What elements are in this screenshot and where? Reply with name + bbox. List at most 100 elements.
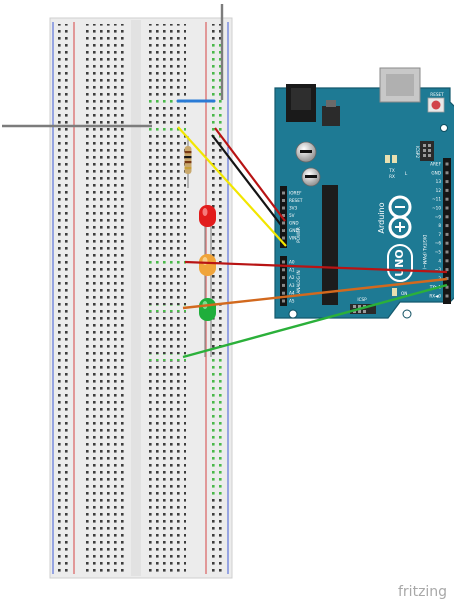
power-header-label: POWER [296, 227, 301, 243]
power-pin [282, 236, 285, 240]
terminal-strip-left-holes [86, 24, 126, 572]
red-signal-wire [184, 260, 448, 274]
yellow-wire [177, 126, 287, 247]
digital-header [443, 158, 451, 304]
digital-pin-label: 12 [436, 188, 442, 193]
digital-pin [445, 188, 449, 192]
microcontroller-chip [322, 185, 338, 305]
connected-row-yellow-led [146, 305, 186, 312]
digital-pin-label: ~5 [435, 250, 442, 255]
analog-header [280, 256, 287, 306]
digital-pin [445, 197, 449, 201]
analog-pin [282, 299, 285, 303]
reset-label: RESET [430, 92, 444, 97]
digital-pin-label: ~10 [432, 206, 441, 211]
digital-pin-label: AREF [430, 162, 441, 167]
analog-pin [282, 283, 285, 287]
digital-pin-label: 7 [438, 232, 441, 237]
connected-row-top [146, 98, 186, 105]
terminal-strip-right-holes [146, 24, 186, 572]
connected-rail-segment [210, 40, 224, 138]
fritzing-watermark: fritzing [398, 584, 447, 600]
mounting-hole [440, 124, 448, 132]
digital-pin-label: 8 [438, 223, 441, 228]
digital-pin [445, 162, 449, 166]
digital-pin-label: ~6 [435, 241, 442, 246]
digital-pin-label: RX◀0 [429, 294, 441, 299]
analog-pin-label: A5 [289, 299, 295, 304]
power-pin-label: RESET [289, 198, 303, 203]
power-pin-label: IOREF [289, 191, 302, 196]
orange-signal-wire [182, 277, 448, 310]
digital-pin [445, 259, 449, 263]
breadboard [49, 17, 233, 579]
red-power-wire [214, 127, 286, 222]
digital-pin [445, 241, 449, 245]
arduino-logo [388, 195, 412, 239]
analog-header-label: ANALOG IN [296, 270, 301, 293]
connected-row-green-led [146, 354, 186, 361]
digital-pin [445, 171, 449, 175]
arduino-brand-text: Arduino [377, 202, 386, 233]
digital-pin [445, 232, 449, 236]
digital-pin-label: ~11 [432, 197, 441, 202]
digital-pin [445, 206, 449, 210]
icsp-label: ICSP [357, 297, 367, 302]
tx-label: TX [388, 168, 395, 173]
icsp2-label: ICSP2 [415, 146, 420, 158]
power-pin [282, 199, 285, 202]
analog-pin [282, 260, 285, 264]
analog-pin-label: A2 [289, 275, 295, 280]
resistor [184, 136, 192, 188]
green-signal-wire [182, 283, 448, 359]
digital-pin [445, 180, 449, 184]
digital-pin-label: ~3 [435, 267, 442, 272]
digital-pin-label: GND [431, 170, 441, 175]
digital-pin [445, 224, 449, 228]
digital-pin [445, 215, 449, 219]
power-pin [282, 214, 285, 217]
connected-rail-segment-lower [210, 355, 224, 495]
analog-pin [282, 268, 285, 272]
digital-pin [445, 268, 449, 272]
analog-pin-label: A1 [289, 267, 295, 272]
analog-pin [282, 291, 285, 295]
power-pin [282, 221, 285, 225]
analog-pin-label: A4 [289, 291, 295, 296]
power-pin-label: VIN [289, 236, 296, 241]
power-pin-label: GND [289, 221, 299, 226]
analog-pin-label: A3 [289, 283, 295, 288]
power-pin [282, 206, 285, 210]
digital-pin-label: 13 [436, 179, 442, 184]
power-pin-label: 3V3 [289, 206, 298, 211]
digital-pin [445, 276, 449, 280]
power-pin [282, 229, 285, 232]
digital-pin-label: ~9 [435, 214, 442, 219]
voltage-regulator [322, 106, 340, 126]
icsp2-header [420, 141, 434, 161]
power-pin-label: 5V [289, 213, 295, 218]
digital-pin-label: 2 [438, 276, 441, 281]
wires [177, 126, 448, 359]
rx-label: RX [389, 174, 395, 179]
power-pin [282, 191, 285, 195]
power-pin-label: GND [289, 228, 299, 233]
mounting-hole [402, 309, 412, 319]
digital-pin-label: 4 [438, 258, 441, 263]
digital-pin [445, 294, 449, 298]
l-led-label: L [405, 171, 408, 176]
center-channel [131, 20, 141, 576]
left-power-rail-holes [57, 24, 71, 572]
analog-pin-label: A0 [289, 260, 295, 265]
uno-label: UNO [393, 249, 406, 277]
mounting-hole [288, 309, 298, 319]
connected-row-red-led [146, 259, 186, 266]
connected-row-resistor [146, 126, 186, 133]
digital-pin [445, 250, 449, 254]
digital-pin [445, 285, 449, 289]
analog-pin [282, 276, 285, 280]
black-ground-wire [211, 134, 285, 230]
on-label: ON [401, 291, 407, 296]
digital-header-label: DIGITAL (PWM~) [422, 235, 427, 270]
